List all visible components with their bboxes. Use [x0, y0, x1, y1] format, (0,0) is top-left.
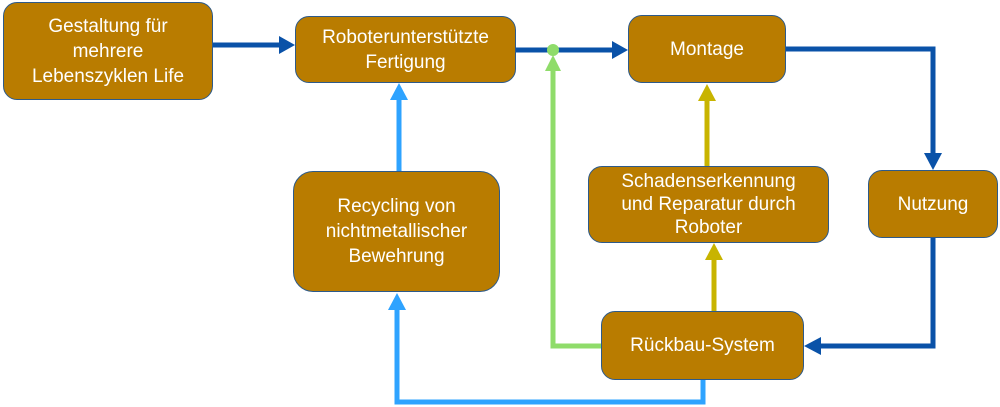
- node-repair: Schadenserkennung und Reparatur durch Ro…: [588, 166, 829, 243]
- node-usage: Nutzung: [868, 170, 998, 238]
- node-design-label: Gestaltung für mehrere Lebenszyklen Life: [31, 15, 185, 87]
- node-assembly-label: Montage: [670, 38, 744, 60]
- arrowhead-assembly: [612, 41, 628, 59]
- arrowhead-usage: [924, 153, 942, 170]
- node-assembly: Montage: [628, 15, 786, 83]
- edge-assembly-to-usage: [786, 46, 936, 156]
- arrowhead-repair: [705, 243, 723, 260]
- node-deconstruction: Rückbau-System: [601, 311, 804, 380]
- node-usage-label: Nutzung: [897, 193, 969, 215]
- junction-dot: [547, 44, 559, 56]
- node-recycling-label: Recycling von nichtmetallischer Bewehrun…: [325, 196, 468, 267]
- edge-deconstruction-to-recycling: [394, 308, 706, 405]
- node-deconstruction-label: Rückbau-System: [630, 335, 775, 356]
- arrowhead-junction: [545, 55, 561, 71]
- main-flow-arrowheads: [279, 36, 942, 355]
- edge-deconstruction-to-junction: [550, 68, 601, 349]
- arrowhead-deconstruction: [804, 337, 821, 355]
- arrowhead-fabrication: [279, 36, 295, 54]
- arrowhead-recycling: [388, 293, 406, 310]
- arrowhead-fabrication-from-recycling: [390, 83, 408, 100]
- main-flow-connectors: [213, 42, 936, 349]
- edge-usage-to-deconstruction: [818, 238, 936, 349]
- node-fabrication-label: Roboterunterstützte Fertigung: [322, 26, 489, 73]
- arrowhead-assembly-from-repair: [698, 84, 716, 101]
- node-recycling: Recycling von nichtmetallischer Bewehrun…: [293, 171, 500, 292]
- node-repair-label: Schadenserkennung und Reparatur durch Ro…: [621, 171, 796, 238]
- node-design: Gestaltung für mehrere Lebenszyklen Life: [3, 2, 213, 100]
- node-fabrication: Roboterunterstützte Fertigung: [295, 16, 516, 83]
